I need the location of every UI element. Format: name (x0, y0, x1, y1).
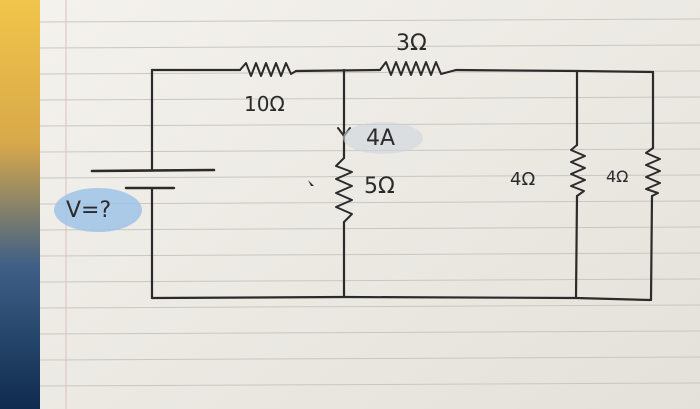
resistor-3-ohm (379, 61, 457, 76)
battery-symbol (90, 168, 216, 190)
paper-sheet (40, 0, 700, 409)
wire-top-mid (294, 68, 382, 73)
label-r-left: 10Ω (244, 92, 285, 116)
label-voltage: V=? (66, 198, 111, 223)
label-r-mid: 5Ω (364, 174, 395, 199)
left-edge (0, 0, 45, 409)
wire-right2-bottom (649, 194, 654, 302)
wire-right1-bottom (574, 194, 579, 300)
voltage-highlight (54, 188, 142, 232)
label-r-right1: 4Ω (510, 169, 535, 190)
ruled-lines (39, 18, 700, 387)
resistor-4-ohm-b (645, 147, 661, 197)
resistor-10-ohm (239, 62, 297, 77)
label-r-right2: 4Ω (606, 167, 628, 186)
cursor-mark-icon (308, 180, 314, 186)
label-current: 4A (366, 126, 395, 151)
resistor-4-ohm-a (570, 144, 586, 197)
resistor-5-ohm (335, 157, 353, 223)
circuit-wires (150, 68, 655, 302)
wire-bottom (150, 295, 652, 302)
resistors (239, 61, 661, 223)
current-highlight (343, 122, 423, 154)
label-r-top: 3Ω (396, 31, 427, 56)
